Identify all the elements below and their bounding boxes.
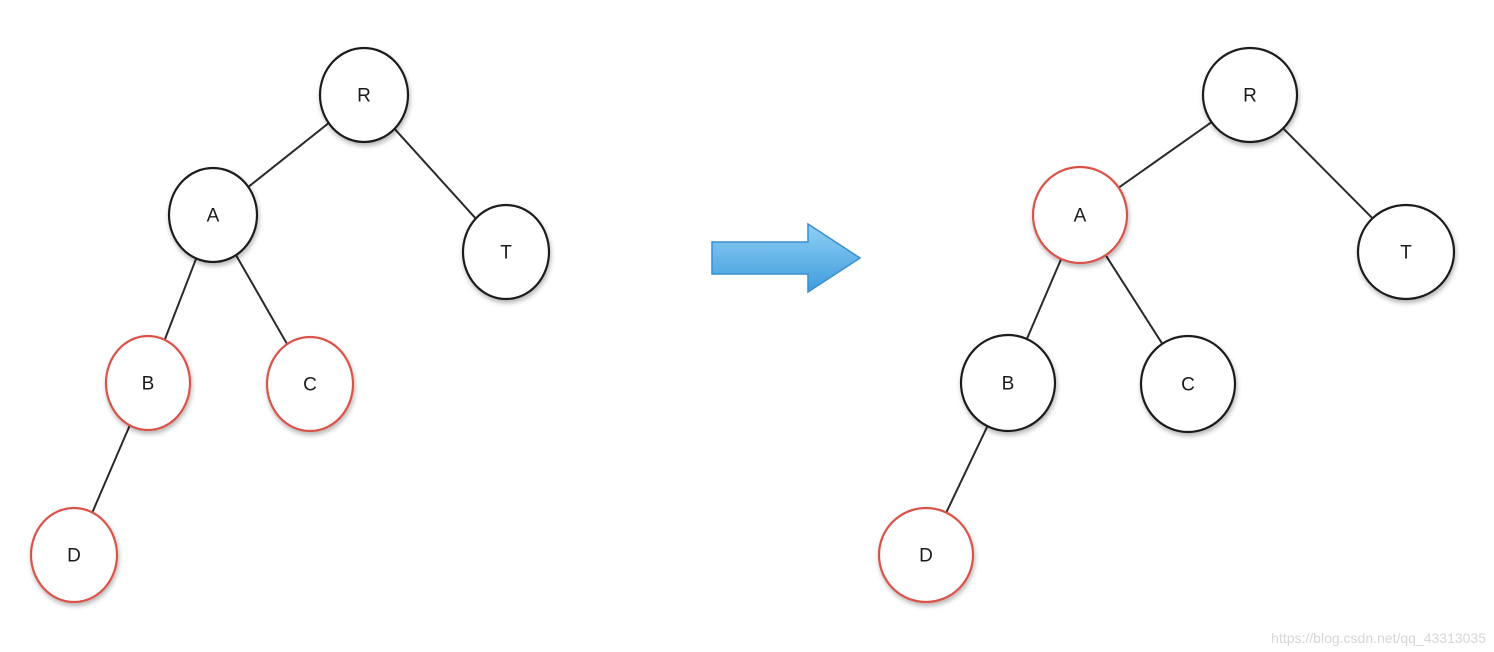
node-label: D [919, 546, 933, 567]
node-r: R [1201, 46, 1299, 144]
edge-b-d [945, 425, 989, 514]
edge-a-b [163, 258, 198, 341]
node-d: D [29, 506, 119, 604]
node-a: A [167, 166, 259, 264]
node-label: R [1243, 86, 1257, 107]
node-label: B [142, 374, 155, 395]
edge-a-c [1104, 254, 1164, 345]
node-circle [1201, 46, 1299, 144]
node-t: T [461, 203, 551, 301]
node-label: B [1002, 374, 1015, 395]
watermark-text: https://blog.csdn.net/qq_43313035 [1271, 630, 1486, 646]
node-a: A [1031, 165, 1129, 265]
node-circle [29, 506, 119, 604]
tree-after: R A T B C D [877, 46, 1456, 604]
node-circle [877, 506, 975, 604]
node-circle [265, 335, 355, 433]
node-label: C [1181, 375, 1195, 396]
node-label: A [1074, 206, 1087, 227]
node-label: D [67, 546, 81, 567]
node-label: C [303, 375, 317, 396]
right-arrow-icon [711, 222, 862, 294]
edge-r-t [1282, 127, 1374, 220]
node-circle [104, 334, 192, 432]
node-circle [461, 203, 551, 301]
node-circle [1139, 334, 1237, 434]
node-circle [318, 46, 410, 144]
node-circle [167, 166, 259, 264]
node-d: D [877, 506, 975, 604]
node-circle [1031, 165, 1129, 265]
edge-r-a [247, 122, 330, 188]
tree-before: R A T B C D [29, 46, 551, 604]
node-b: B [959, 333, 1057, 433]
node-t: T [1356, 203, 1456, 301]
node-c: C [1139, 334, 1237, 434]
edge-a-c [235, 254, 289, 345]
node-label: A [207, 206, 220, 227]
node-label: T [1400, 243, 1412, 264]
node-label: R [357, 86, 371, 107]
node-circle [1356, 203, 1456, 301]
node-circle [959, 333, 1057, 433]
edge-a-b [1025, 258, 1063, 340]
node-c: C [265, 335, 355, 433]
edge-r-a [1118, 121, 1213, 189]
node-label: T [500, 243, 512, 264]
node-r: R [318, 46, 410, 144]
edge-r-t [393, 128, 477, 220]
node-b: B [104, 334, 192, 432]
edge-b-d [91, 424, 131, 513]
